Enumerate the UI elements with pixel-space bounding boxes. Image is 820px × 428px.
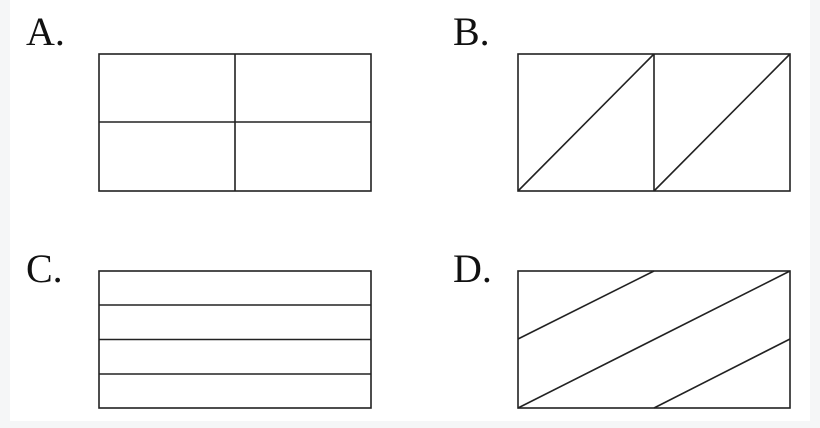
diagonal-line-right <box>653 53 791 192</box>
option-b-figure <box>517 53 791 192</box>
option-c-label: C. <box>26 246 63 291</box>
slanted-line-2 <box>517 270 791 409</box>
option-a-figure <box>98 53 372 192</box>
option-d-label: D. <box>453 246 492 291</box>
option-b-label: B. <box>453 9 490 54</box>
slanted-line-1 <box>517 270 655 340</box>
option-a-label: A. <box>26 9 65 54</box>
option-d-figure <box>517 270 791 409</box>
slanted-line-3 <box>653 338 791 409</box>
question-options: A. B. C. D. <box>10 0 810 421</box>
diagonal-line-left <box>517 53 655 192</box>
option-c-figure <box>98 270 372 409</box>
